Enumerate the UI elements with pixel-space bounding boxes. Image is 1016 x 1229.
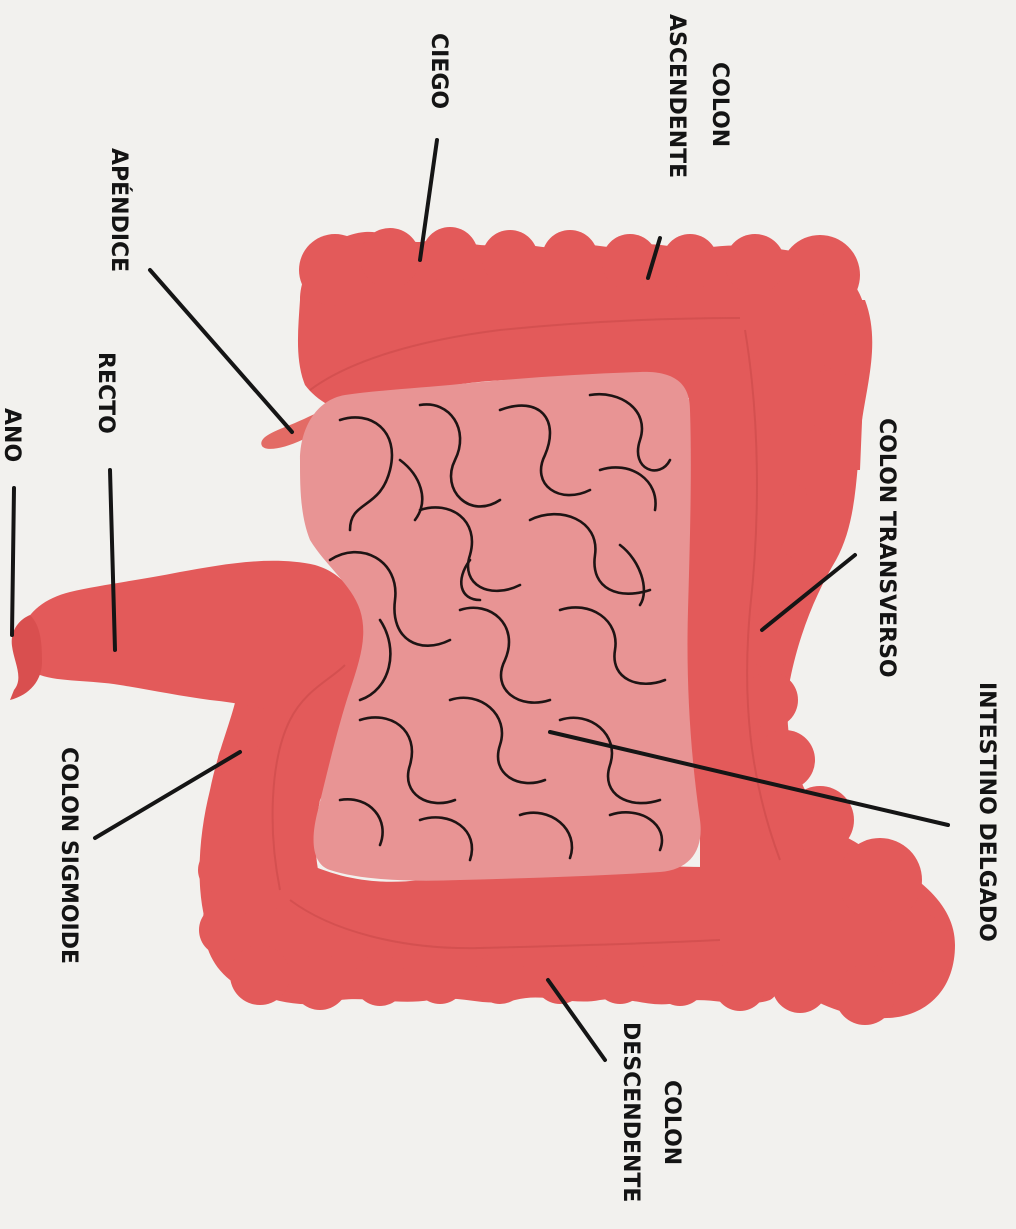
label-ciego: CIEGO <box>426 33 451 109</box>
label-colon-descendente-line1: COLON <box>659 1080 684 1165</box>
leader-ano <box>12 488 14 635</box>
label-colon-sigmoide: COLON SIGMOIDE <box>56 747 81 964</box>
label-colon-ascendente-line1: COLON <box>707 62 732 147</box>
leader-apendice <box>150 270 292 432</box>
label-colon-transverso: COLON TRANSVERSO <box>874 418 899 678</box>
label-ano: ANO <box>0 408 24 462</box>
recto-shape <box>20 561 370 720</box>
label-intestino-delgado: INTESTINO DELGADO <box>974 682 999 942</box>
ano-shape <box>10 615 42 700</box>
label-colon-descendente-line2: DESCENDENTE <box>618 1022 643 1202</box>
label-apendice: APÉNDICE <box>106 148 132 272</box>
label-colon-ascendente-line2: ASCENDENTE <box>664 14 689 178</box>
label-recto: RECTO <box>93 352 118 434</box>
